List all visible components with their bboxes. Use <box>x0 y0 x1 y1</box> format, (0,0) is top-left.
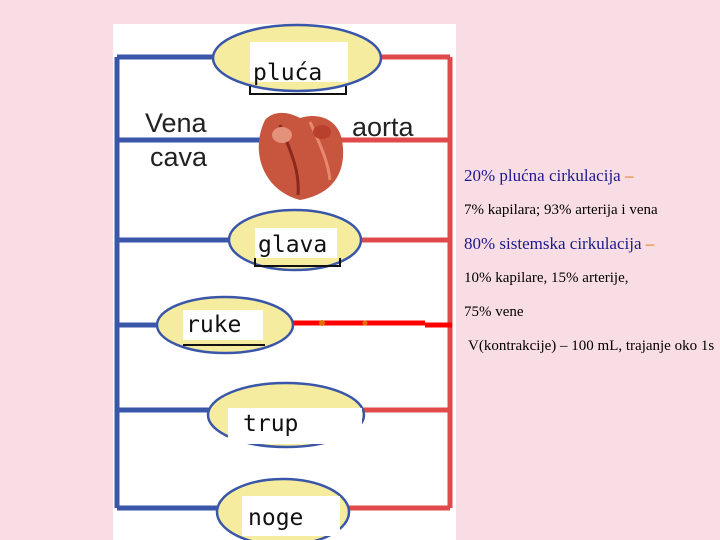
heart-icon <box>258 112 344 200</box>
organ-trup: trup <box>206 381 366 449</box>
pulmonary-dash: – <box>624 166 634 185</box>
organ-label-pluca: pluća <box>253 60 322 86</box>
systemic-title-line: 80% sistemska cirkulacija – <box>464 234 718 254</box>
vena-label-line1: Vena <box>145 108 208 138</box>
organ-label-noge: noge <box>248 505 303 531</box>
organ-noge: noge <box>215 477 351 540</box>
aorta-vessels <box>340 54 453 511</box>
stroke-volume: V(kontrakcije) – 100 mL, trajanje oko 1s <box>468 338 715 354</box>
vena-label-line2: cava <box>150 142 208 172</box>
arm-artery-highlight <box>292 320 452 328</box>
organ-label-ruke: ruke <box>186 312 241 338</box>
marker-dot <box>362 320 368 326</box>
aorta-label: aorta <box>352 112 415 142</box>
organ-pluca: pluća <box>211 23 383 95</box>
pulmonary-title: 20% plućna cirkulacija <box>464 166 621 185</box>
diagram-panel <box>113 24 456 540</box>
organ-label-glava: glava <box>258 232 327 258</box>
organ-glava: glava <box>227 208 363 272</box>
info-panel: 20% plućna cirkulacija – 7% kapilara; 93… <box>464 166 718 356</box>
marker-dot <box>319 320 325 326</box>
systemic-detail-2: 75% vene <box>464 304 524 320</box>
vena-cava-vessels <box>114 54 268 511</box>
pulmonary-detail: 7% kapilara; 93% arterija i vena <box>464 202 658 218</box>
systemic-dash: – <box>645 234 655 253</box>
pulmonary-title-line: 20% plućna cirkulacija – <box>464 166 718 186</box>
organ-ruke: ruke <box>155 295 295 355</box>
organ-label-trup: trup <box>243 411 298 437</box>
systemic-title: 80% sistemska cirkulacija <box>464 234 642 253</box>
systemic-detail-1: 10% kapilare, 15% arterije, <box>464 270 629 286</box>
